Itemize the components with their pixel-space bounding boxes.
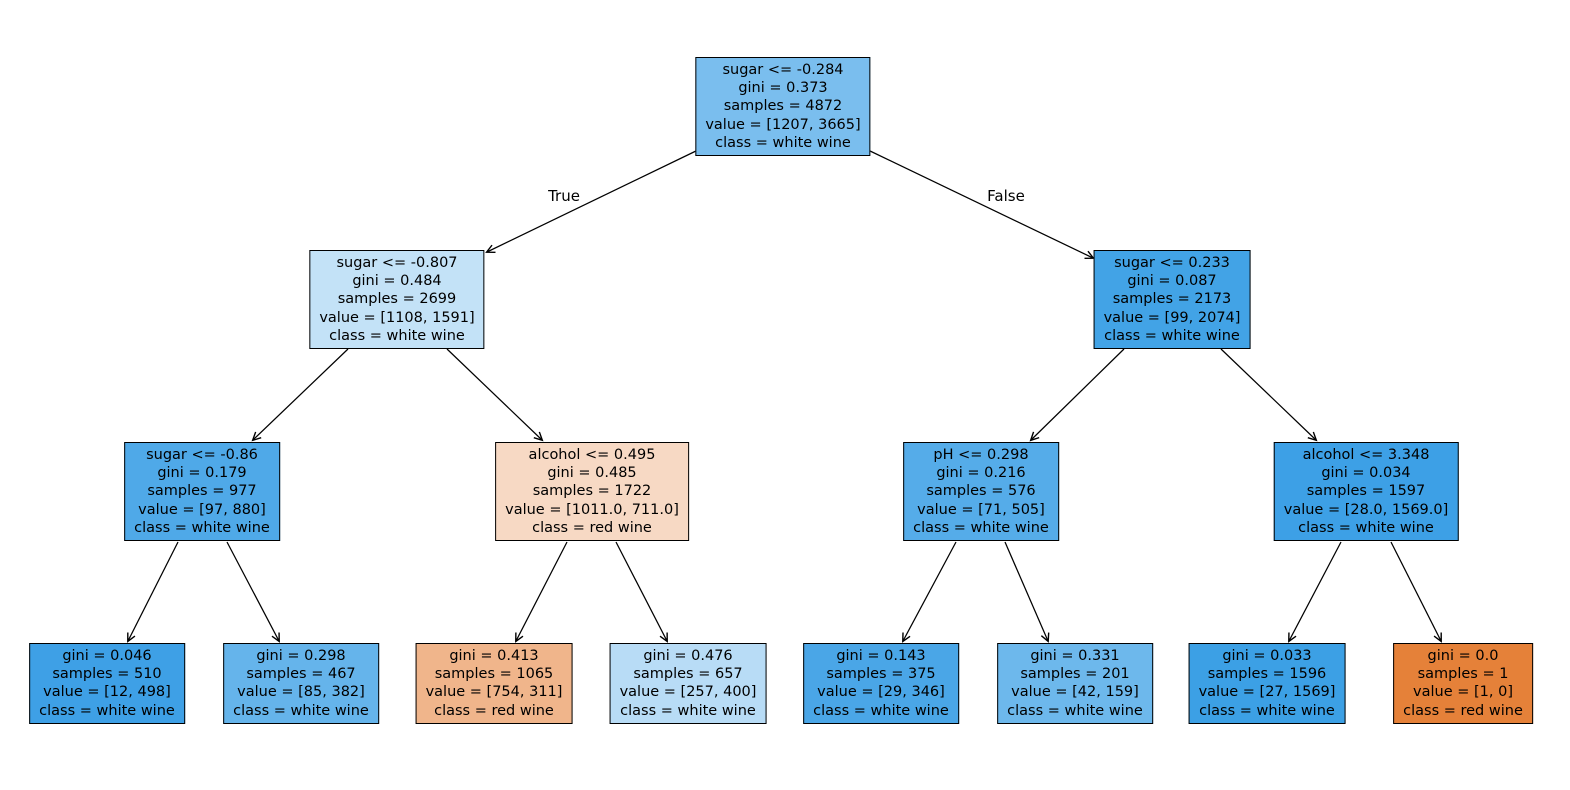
node-samples: samples = 977 — [147, 483, 257, 500]
node-samples: samples = 1065 — [434, 666, 554, 683]
node-gini: gini = 0.046 — [62, 648, 152, 664]
node-value: value = [28.0, 1569.0] — [1283, 501, 1449, 518]
node-value: value = [1011.0, 711.0] — [505, 501, 679, 518]
edge-depth2-1-to-leaf-1 — [127, 541, 179, 643]
node-class: class = white wine — [1007, 702, 1143, 719]
node-samples: samples = 201 — [1020, 666, 1130, 683]
node-samples: samples = 1597 — [1306, 483, 1426, 500]
tree-node-depth1-right: sugar <= 0.233 gini = 0.087 samples = 21… — [1093, 250, 1251, 350]
node-class: class = white wine — [329, 327, 465, 344]
node-samples: samples = 1722 — [532, 483, 652, 500]
node-value: value = [85, 382] — [237, 684, 365, 701]
edge-depth1R-to-depth2-3 — [1029, 348, 1125, 442]
edge-depth1L-to-depth2-2 — [446, 348, 544, 442]
node-gini: gini = 0.0 — [1427, 648, 1499, 664]
node-gini: gini = 0.413 — [449, 648, 539, 664]
node-split-condition: sugar <= 0.233 — [1114, 255, 1230, 271]
edge-depth2-4-to-leaf-8 — [1390, 541, 1442, 643]
node-class: class = red wine — [434, 702, 554, 719]
edge-depth2-2-to-leaf-4 — [615, 541, 668, 643]
node-gini: gini = 0.484 — [352, 273, 442, 290]
node-class: class = white wine — [813, 702, 949, 719]
node-samples: samples = 1596 — [1207, 666, 1327, 683]
node-split-condition: sugar <= -0.807 — [336, 255, 458, 271]
node-samples: samples = 2699 — [337, 291, 457, 308]
tree-leaf-7: gini = 0.033 samples = 1596 value = [27,… — [1188, 643, 1346, 724]
node-value: value = [27, 1569] — [1198, 684, 1336, 701]
node-samples: samples = 657 — [633, 666, 743, 683]
edge-depth2-1-to-leaf-2 — [226, 541, 280, 643]
tree-leaf-2: gini = 0.298 samples = 467 value = [85, … — [223, 643, 379, 724]
edge-depth2-2-to-leaf-3 — [515, 541, 568, 643]
tree-node-depth2-3: pH <= 0.298 gini = 0.216 samples = 576 v… — [903, 442, 1059, 542]
tree-leaf-1: gini = 0.046 samples = 510 value = [12, … — [29, 643, 185, 724]
node-samples: samples = 2173 — [1112, 291, 1232, 308]
node-gini: gini = 0.373 — [738, 80, 828, 97]
node-gini: gini = 0.033 — [1222, 648, 1312, 664]
tree-leaf-5: gini = 0.143 samples = 375 value = [29, … — [803, 643, 959, 724]
edge-label-true: True — [546, 187, 582, 205]
node-gini: gini = 0.298 — [256, 648, 346, 664]
node-gini: gini = 0.087 — [1127, 273, 1217, 290]
node-class: class = white wine — [1298, 519, 1434, 536]
edge-root-to-depth1-left — [485, 149, 699, 254]
node-samples: samples = 375 — [826, 666, 936, 683]
node-value: value = [1108, 1591] — [319, 309, 475, 326]
node-class: class = white wine — [620, 702, 756, 719]
node-value: value = [12, 498] — [43, 684, 171, 701]
tree-leaf-3: gini = 0.413 samples = 1065 value = [754… — [415, 643, 573, 724]
node-gini: gini = 0.331 — [1030, 648, 1120, 664]
tree-node-root: sugar <= -0.284 gini = 0.373 samples = 4… — [695, 57, 871, 157]
node-split-condition: sugar <= -0.86 — [146, 447, 258, 463]
tree-node-depth2-4: alcohol <= 3.348 gini = 0.034 samples = … — [1273, 442, 1459, 542]
node-class: class = white wine — [233, 702, 369, 719]
edge-depth2-3-to-leaf-5 — [902, 541, 957, 643]
node-value: value = [1207, 3665] — [705, 116, 861, 133]
node-gini: gini = 0.485 — [547, 465, 637, 482]
node-class: class = white wine — [1199, 702, 1335, 719]
node-class: class = white wine — [913, 519, 1049, 536]
node-gini: gini = 0.476 — [643, 648, 733, 664]
tree-node-depth2-1: sugar <= -0.86 gini = 0.179 samples = 97… — [124, 442, 280, 542]
node-value: value = [42, 159] — [1011, 684, 1139, 701]
node-samples: samples = 4872 — [723, 98, 843, 115]
node-value: value = [1, 0] — [1413, 684, 1513, 701]
node-split-condition: alcohol <= 3.348 — [1302, 447, 1430, 463]
edge-depth1R-to-depth2-4 — [1220, 348, 1318, 442]
node-class: class = white wine — [134, 519, 270, 536]
node-samples: samples = 576 — [926, 483, 1036, 500]
node-split-condition: alcohol <= 0.495 — [528, 447, 656, 463]
node-samples: samples = 510 — [52, 666, 162, 683]
node-value: value = [257, 400] — [619, 684, 757, 701]
edge-depth2-4-to-leaf-7 — [1288, 541, 1342, 643]
node-value: value = [71, 505] — [917, 501, 1045, 518]
tree-node-depth1-left: sugar <= -0.807 gini = 0.484 samples = 2… — [309, 250, 485, 350]
edge-root-to-depth1-right — [867, 149, 1095, 260]
node-split-condition: sugar <= -0.284 — [722, 62, 844, 78]
node-class: class = red wine — [1403, 702, 1523, 719]
node-gini: gini = 0.179 — [157, 465, 247, 482]
node-gini: gini = 0.143 — [836, 648, 926, 664]
edge-depth1L-to-depth2-1 — [251, 348, 349, 442]
edge-label-false: False — [985, 187, 1027, 205]
tree-leaf-6: gini = 0.331 samples = 201 value = [42, … — [997, 643, 1153, 724]
node-value: value = [99, 2074] — [1103, 309, 1241, 326]
tree-leaf-8: gini = 0.0 samples = 1 value = [1, 0] cl… — [1393, 643, 1533, 724]
node-samples: samples = 467 — [246, 666, 356, 683]
node-value: value = [754, 311] — [425, 684, 563, 701]
node-gini: gini = 0.216 — [936, 465, 1026, 482]
node-class: class = white wine — [39, 702, 175, 719]
node-class: class = white wine — [715, 134, 851, 151]
node-class: class = red wine — [532, 519, 652, 536]
edge-depth2-3-to-leaf-6 — [1004, 541, 1050, 643]
node-class: class = white wine — [1104, 327, 1240, 344]
node-value: value = [97, 880] — [138, 501, 266, 518]
tree-node-depth2-2: alcohol <= 0.495 gini = 0.485 samples = … — [495, 442, 689, 542]
node-gini: gini = 0.034 — [1321, 465, 1411, 482]
tree-leaf-4: gini = 0.476 samples = 657 value = [257,… — [609, 643, 767, 724]
node-split-condition: pH <= 0.298 — [933, 447, 1029, 463]
node-samples: samples = 1 — [1417, 666, 1509, 683]
node-value: value = [29, 346] — [817, 684, 945, 701]
